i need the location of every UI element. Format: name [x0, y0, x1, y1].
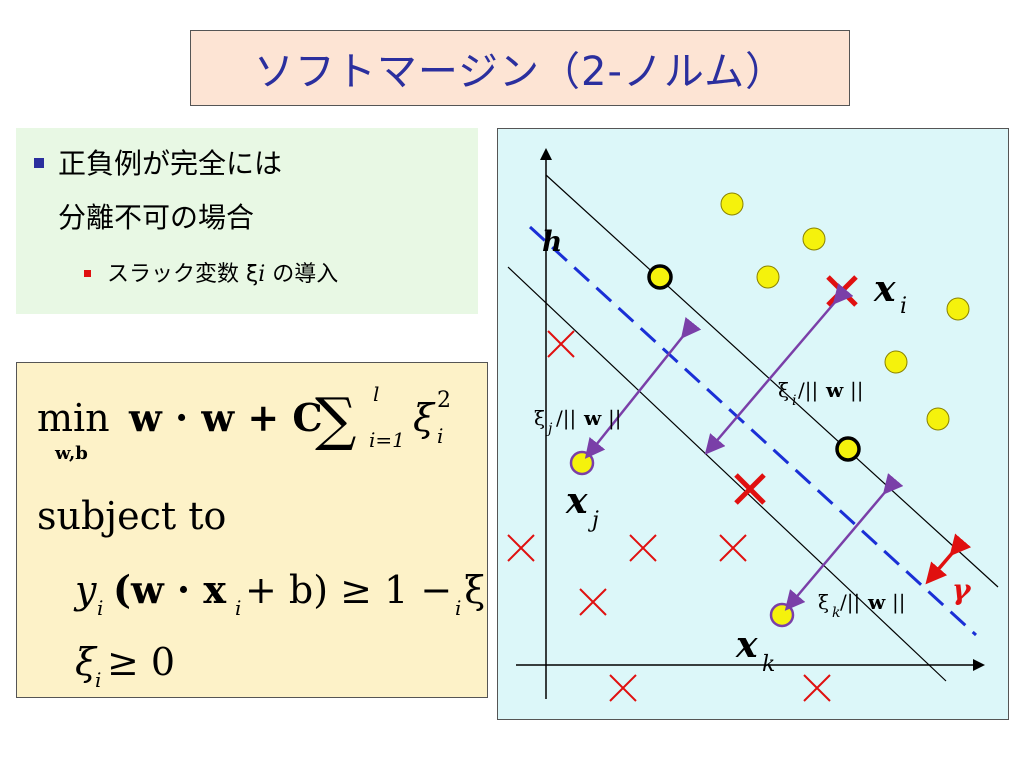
svm-diagram-panel: h γ	[497, 128, 1009, 720]
slack-j-sub: j	[545, 421, 553, 437]
svm-diagram-svg: h γ	[507, 148, 999, 702]
slack-arrow-i	[704, 283, 854, 455]
slack-k-xi: ξ	[818, 590, 829, 614]
negative-cross	[507, 534, 535, 562]
negative-cross	[803, 674, 831, 702]
slack-k-w: w	[867, 590, 886, 614]
negative-points	[507, 330, 831, 702]
constraint-y: y	[73, 568, 97, 612]
negative-cross	[609, 674, 637, 702]
bullet-1-text: 正負例が完全には	[58, 147, 283, 180]
constraint-y-sub: i	[97, 596, 103, 620]
slack-j-prefix: /||	[556, 406, 576, 431]
formula-subject-to: subject to	[37, 494, 226, 538]
slack-label-i: ξ i /|| w ||	[778, 378, 863, 409]
gamma-label: γ	[952, 573, 972, 606]
slack-i-xi: ξ	[778, 378, 789, 402]
label-xk-sub: k	[762, 652, 775, 677]
slack-k-sub: k	[832, 605, 840, 621]
support-vector	[647, 264, 673, 290]
constraint2-rest: ≥ 0	[107, 640, 175, 684]
negative-cross	[719, 534, 747, 562]
slack-cross-xi	[826, 275, 858, 307]
label-xi: x	[873, 268, 896, 310]
positive-point	[884, 350, 908, 374]
support-vector	[835, 436, 861, 462]
formula-xi: ξ	[413, 396, 436, 440]
bullet-2-suffix: の導入	[265, 262, 339, 287]
formula-min: min	[37, 396, 110, 440]
positive-point	[926, 407, 950, 431]
label-xk: x	[735, 624, 758, 666]
bullet-1-cont: 分離不可の場合	[58, 201, 255, 234]
title-box: ソフトマージン（2-ノルム）	[190, 30, 850, 106]
constraint-body: (w · x	[113, 567, 226, 612]
slack-i-sub: i	[792, 393, 796, 409]
formula-sigma: ∑	[315, 385, 356, 453]
hyperplane-label: h	[542, 225, 562, 258]
slack-point-xk	[769, 602, 795, 628]
slack-k-suffix: ||	[892, 590, 905, 615]
formula-xi-sub: i	[437, 424, 443, 448]
bullet-2-index: i	[258, 262, 266, 287]
slack-j-suffix: ||	[608, 406, 621, 431]
label-xj-sub: j	[587, 508, 599, 533]
slack-i-suffix: ||	[850, 378, 863, 403]
slack-i-prefix: /||	[798, 378, 818, 403]
slack-point-xj	[569, 450, 595, 476]
negative-cross	[629, 534, 657, 562]
formula-min-sub: w,b	[54, 443, 88, 464]
page-title: ソフトマージン（2-ノルム）	[253, 49, 787, 95]
constraint2-xi-sub: i	[95, 668, 101, 692]
label-xi-sub: i	[900, 294, 907, 319]
slack-arrow-k	[784, 473, 904, 611]
slack-k-prefix: /||	[840, 590, 860, 615]
formula-sum-sub: i=1	[369, 428, 405, 452]
constraint-x-sub: i	[235, 596, 241, 620]
formula-panel: min w,b w · w + C ∑ l i=1 ξ i 2 subject …	[16, 362, 488, 698]
formula-sum-sup: l	[373, 382, 379, 406]
slack-i-w: w	[825, 378, 844, 402]
slack-cross	[734, 473, 766, 505]
sub-bullet-square-icon	[84, 269, 91, 277]
negative-cross	[547, 330, 575, 358]
bullet-square-icon	[34, 158, 44, 168]
negative-cross	[579, 588, 607, 616]
hyperplane-h	[528, 225, 978, 637]
margin-line-lower	[507, 266, 947, 682]
slack-j-w: w	[583, 406, 602, 430]
bullet-panel: 正負例が完全には 分離不可の場合 スラック変数 ξi の導入	[16, 128, 478, 314]
positive-point	[946, 297, 970, 321]
constraint2-xi: ξ	[75, 640, 98, 684]
bullet-2-text: スラック変数 ξ	[107, 262, 259, 287]
bullet-2: スラック変数 ξi の導入	[84, 256, 338, 288]
bullet-1: 正負例が完全には	[34, 142, 282, 182]
slack-j-xi: ξ	[534, 406, 545, 430]
positive-point	[720, 192, 744, 216]
slack-label-k: ξ k /|| w ||	[818, 590, 905, 621]
margin-arrow-gamma	[925, 533, 972, 585]
formula-svg: min w,b w · w + C ∑ l i=1 ξ i 2 subject …	[37, 382, 485, 692]
constraint-xi-sub: i	[455, 596, 461, 620]
positive-point	[802, 227, 826, 251]
positive-point	[756, 265, 780, 289]
slack-label-j: ξ j /|| w ||	[534, 406, 621, 437]
formula-objective: w · w + C	[128, 395, 323, 440]
margin-line-upper	[545, 174, 999, 588]
slack-arrow-j	[584, 317, 702, 459]
constraint-rest: + b) ≥ 1 − ξ	[245, 568, 485, 612]
label-xj: x	[565, 480, 588, 522]
formula-xi-sup: 2	[437, 388, 451, 413]
